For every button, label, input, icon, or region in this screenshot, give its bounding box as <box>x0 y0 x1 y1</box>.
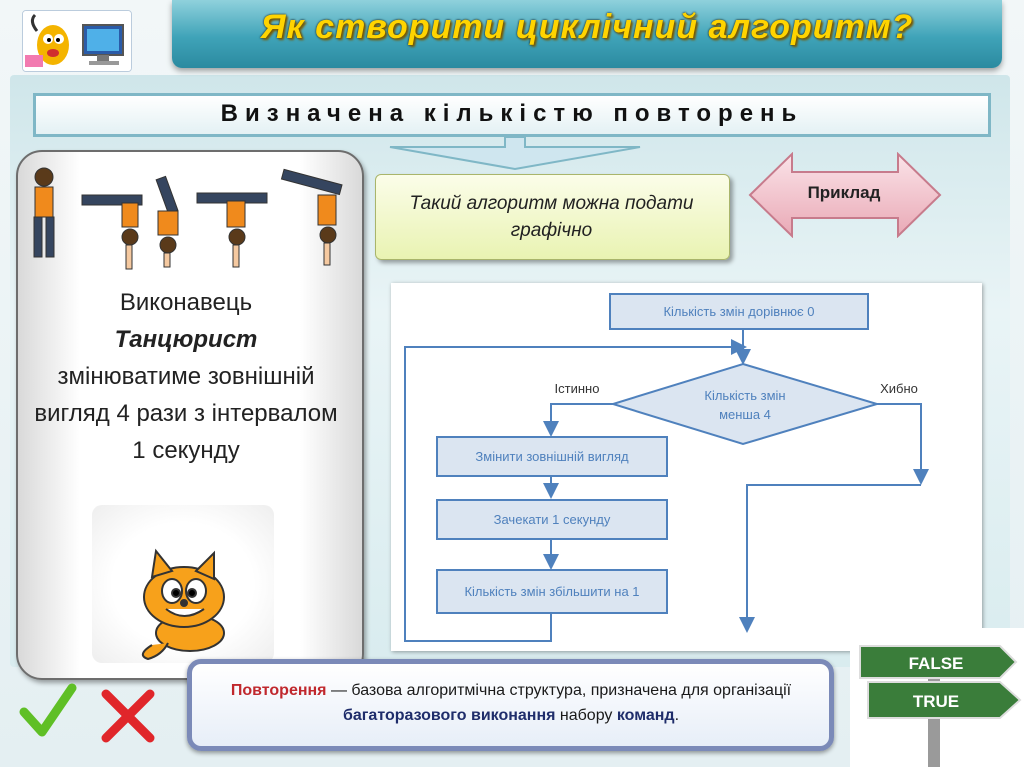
definition-bold2: команд <box>616 707 675 724</box>
definition-bold1: багаторазового виконання <box>342 707 556 724</box>
performer-description: Виконавець Танцюрист змінюватиме зовнішн… <box>26 284 346 469</box>
callout-text: Такий алгоритм можна подати графічно <box>409 193 694 241</box>
slide-title: Як створити циклічний алгоритм? <box>260 8 914 46</box>
step-increment-block <box>436 569 668 614</box>
definition-part3: . <box>674 707 680 724</box>
definition-term: Повторення <box>230 682 327 699</box>
dancer-image <box>22 165 352 273</box>
condition-text-line2: менша 4 <box>719 407 771 422</box>
subtitle-bar <box>33 93 991 137</box>
scratch-cat-image <box>92 505 274 663</box>
definition-part2: набору <box>555 707 617 724</box>
performer-line1: Виконавець <box>119 289 253 316</box>
loop-back-arrow <box>404 339 747 642</box>
title-banner <box>172 0 1002 68</box>
step-change-look-block <box>436 436 668 477</box>
flow-arrow <box>877 403 929 485</box>
signpost-false-text: FALSE <box>909 654 964 673</box>
logo-image <box>22 10 132 72</box>
step1-text: Змінити зовнішній вигляд <box>475 449 629 464</box>
example-arrow-button[interactable] <box>748 152 942 238</box>
step2-text: Зачекати 1 секунду <box>494 512 611 527</box>
subtitle-text: Визначена кількістю повторень <box>220 100 804 127</box>
performer-line2: змінюватиме зовнішній вигляд 4 рази з ін… <box>34 363 338 464</box>
signpost-true-text: TRUE <box>913 692 959 711</box>
init-block <box>609 293 869 330</box>
condition-diamond <box>609 362 881 446</box>
step-wait-block <box>436 499 668 540</box>
step3-text: Кількість змін збільшити на 1 <box>464 584 639 599</box>
false-label: Хибно <box>880 381 918 396</box>
init-text: Кількість змін дорівнює 0 <box>663 304 814 319</box>
signpost-image: FALSE TRUE <box>850 628 1024 767</box>
cross-mark-icon <box>101 689 155 743</box>
example-button-label[interactable]: Приклад <box>807 183 881 202</box>
flow-arrow <box>543 403 613 437</box>
exit-arrow <box>739 484 921 633</box>
flowchart: Кількість змін дорівнює 0 Кількість змін… <box>404 293 929 642</box>
check-mark-icon <box>19 683 77 737</box>
graphic-callout <box>375 174 730 260</box>
definition-text: Повторення — базова алгоритмічна структу… <box>205 678 817 728</box>
true-label: Істинно <box>555 381 600 396</box>
definition-box <box>187 659 834 751</box>
down-arrow-icon <box>389 137 641 171</box>
condition-text-line1: Кількість змін <box>704 388 785 403</box>
performer-name: Танцюрист <box>114 326 258 353</box>
definition-part1: — базова алгоритмічна структура, признач… <box>326 682 792 699</box>
